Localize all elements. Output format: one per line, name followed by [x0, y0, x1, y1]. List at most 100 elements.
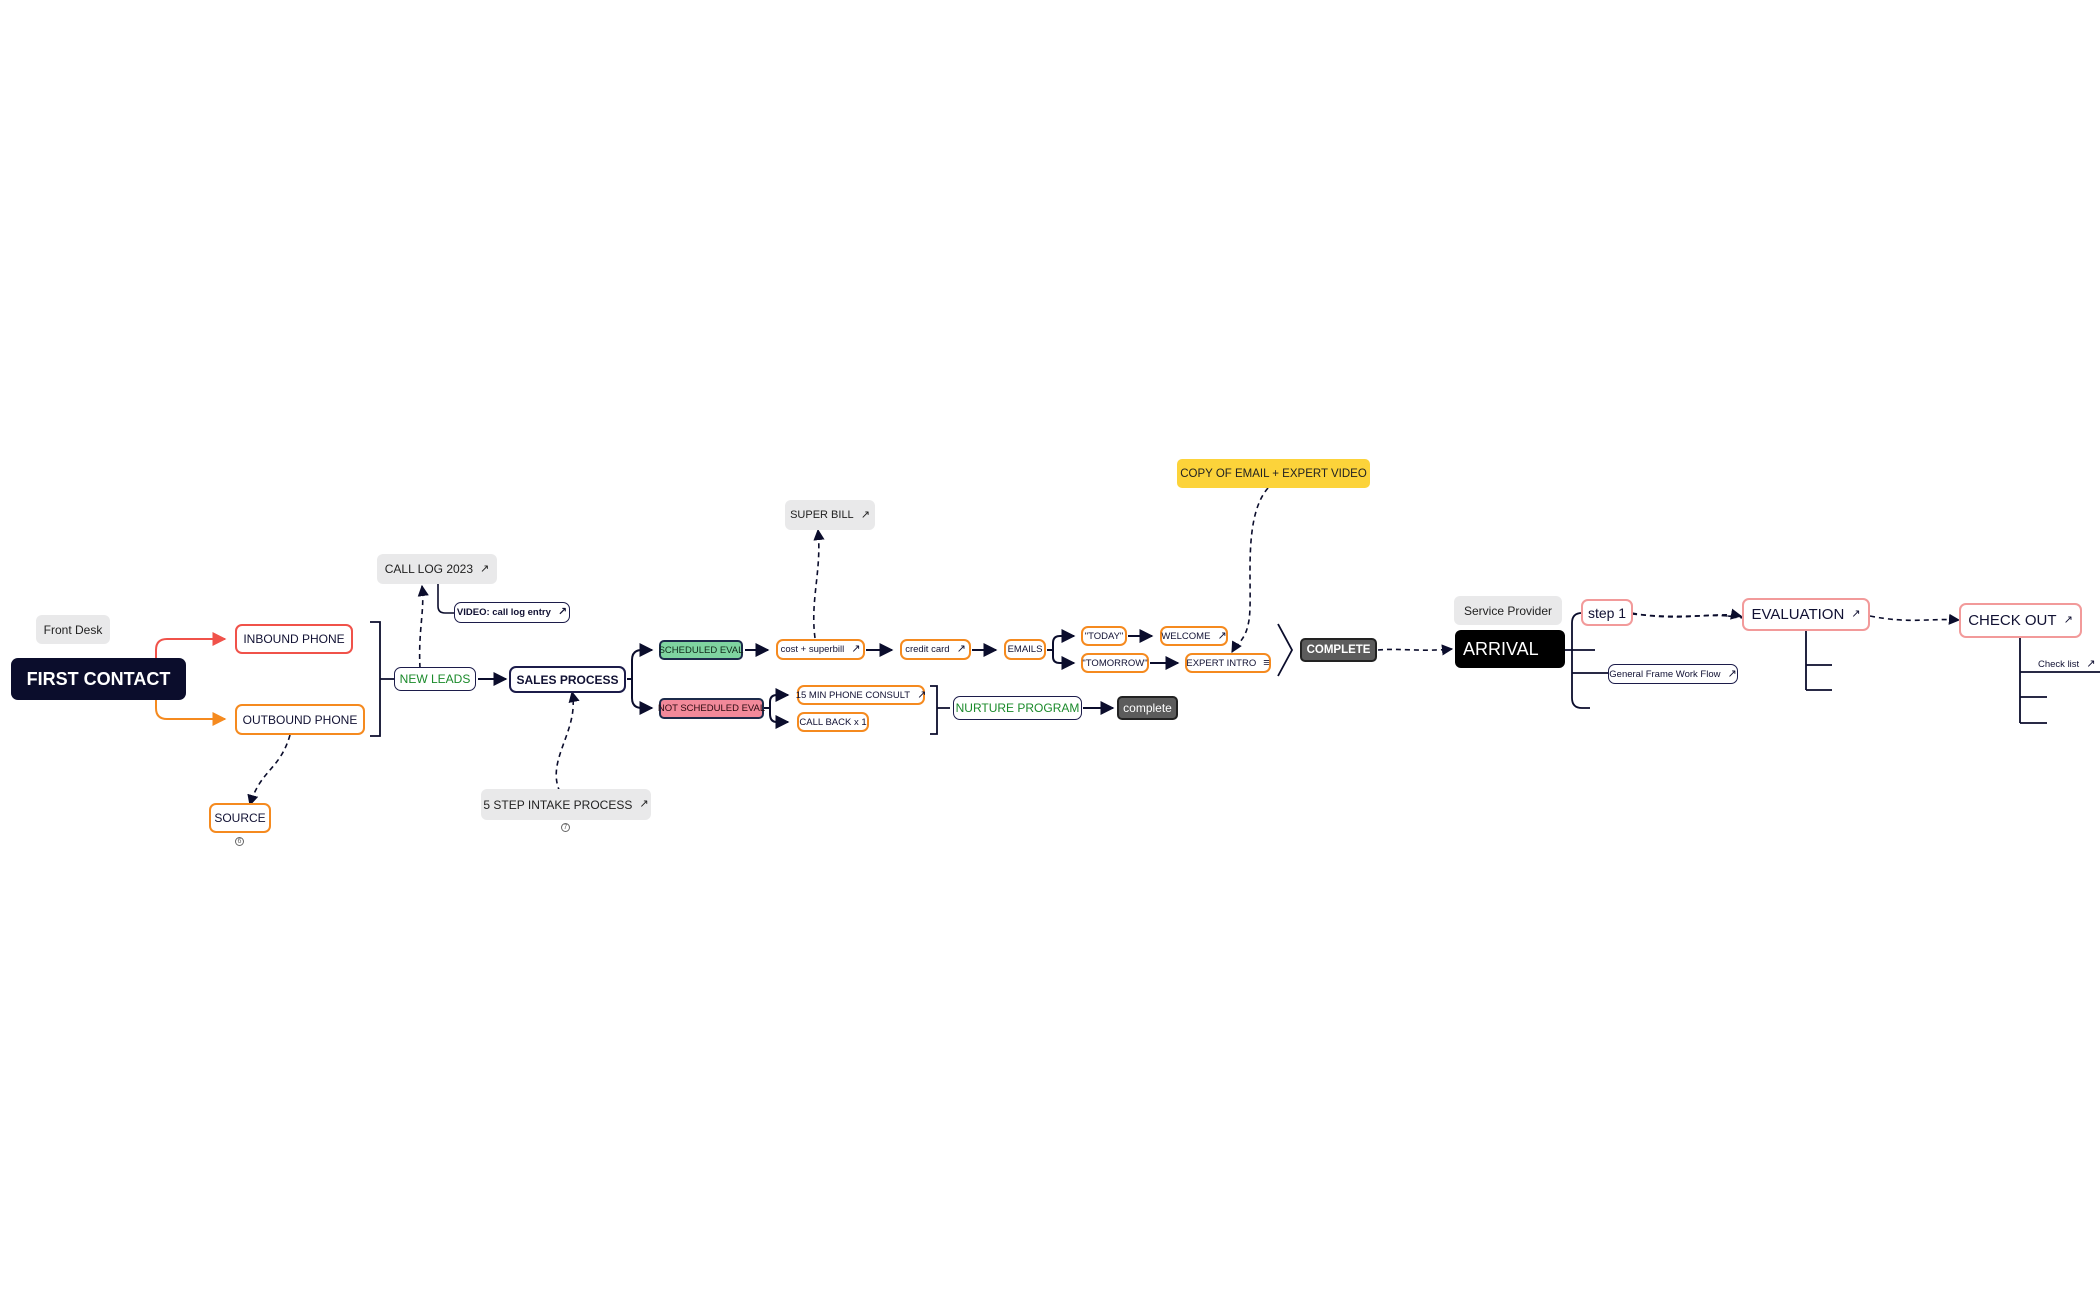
today-node[interactable]: "TODAY" — [1081, 626, 1127, 646]
external-link-icon[interactable]: ↗ — [956, 643, 966, 655]
not-scheduled-eval-node[interactable]: NOT SCHEDULED EVAL — [657, 698, 766, 719]
expert-intro-node[interactable]: EXPERT INTRO≡ — [1185, 653, 1271, 673]
video-call-log-node[interactable]: VIDEO: call log entry ↗ — [454, 602, 570, 623]
outbound-phone-text: OUTBOUND PHONE — [242, 712, 358, 727]
welcome-node[interactable]: WELCOME ↗ — [1160, 626, 1228, 646]
external-link-icon[interactable]: ↗ — [2086, 657, 2096, 670]
new-leads-text: NEW LEADS — [399, 672, 471, 686]
external-link-icon[interactable]: ↗ — [851, 643, 861, 655]
external-link-icon[interactable]: ↗ — [1851, 608, 1861, 620]
call-back-text: CALL BACK x 1 — [799, 716, 867, 728]
call-log-text: CALL LOG 2023 — [384, 562, 474, 576]
connector-complete-arrival — [1377, 644, 1454, 656]
external-link-icon[interactable]: ↗ — [1727, 667, 1737, 680]
source-node[interactable]: SOURCE — [209, 803, 271, 833]
cost-superbill-node[interactable]: cost + superbill ↗ — [776, 639, 865, 660]
sales-process-text: SALES PROCESS — [516, 672, 619, 687]
bracket-nurture — [930, 685, 950, 735]
step1-text: step 1 — [1587, 604, 1627, 621]
intake-badge: 7 — [561, 823, 570, 832]
front-desk-text: Front Desk — [43, 622, 103, 637]
general-frame-text: General Frame Work Flow — [1609, 668, 1721, 680]
connector-arrival-children — [1565, 612, 1610, 709]
general-frame-node[interactable]: General Frame Work Flow ↗ — [1608, 664, 1738, 684]
connector-sales-branches — [627, 649, 652, 708]
notes-icon[interactable]: ≡ — [1263, 656, 1270, 669]
new-leads-node[interactable]: NEW LEADS — [394, 667, 476, 691]
connector-emails-tomorrow — [1052, 650, 1076, 670]
external-link-icon[interactable]: ↗ — [917, 688, 927, 701]
sales-process-node[interactable]: SALES PROCESS — [509, 666, 626, 693]
connector-evaluation-children — [1805, 631, 1832, 691]
service-provider-label: Service Provider — [1454, 596, 1562, 625]
phone-consult-text: 15 MIN PHONE CONSULT — [795, 689, 911, 701]
intake-badge-text: 7 — [563, 824, 568, 831]
copy-email-text: COPY OF EMAIL + EXPERT VIDEO — [1180, 467, 1367, 480]
connector-new-leads-call-log — [417, 584, 429, 669]
source-badge-text: 6 — [237, 838, 242, 845]
connector-emails-today — [1047, 629, 1076, 651]
connector-notscheduled-branches — [764, 694, 788, 723]
first-contact-node[interactable]: FIRST CONTACT — [11, 658, 186, 700]
scheduled-eval-node[interactable]: SCHEDULED EVAL — [659, 640, 743, 660]
connector-call-log-video — [437, 584, 456, 614]
connector-step1-evaluation-end — [1631, 608, 1743, 620]
tomorrow-text: "TOMORROW" — [1082, 657, 1148, 669]
phone-consult-node[interactable]: 15 MIN PHONE CONSULT ↗ — [795, 685, 927, 705]
complete-lower-node[interactable]: complete — [1117, 696, 1178, 720]
connector-intake-sales — [555, 690, 580, 793]
credit-card-text: credit card — [905, 644, 950, 655]
source-badge: 6 — [235, 837, 244, 846]
connector-first-contact-outbound — [155, 678, 227, 726]
cost-superbill-text: cost + superbill — [780, 644, 845, 655]
external-link-icon[interactable]: ↗ — [2063, 614, 2073, 626]
bracket-chevron — [1277, 623, 1294, 677]
tomorrow-node[interactable]: "TOMORROW" — [1081, 653, 1149, 673]
connector-first-contact-inbound — [155, 632, 227, 678]
nurture-program-text: NURTURE PROGRAM — [955, 701, 1080, 715]
external-link-icon[interactable]: ↗ — [480, 562, 490, 575]
call-back-node[interactable]: CALL BACK x 1 — [797, 712, 869, 732]
intake-node[interactable]: 5 STEP INTAKE PROCESS ↗ — [481, 789, 651, 820]
emails-node[interactable]: EMAILS — [1004, 639, 1046, 660]
connector-copy-expert — [1231, 487, 1269, 653]
evaluation-text: EVALUATION — [1751, 606, 1845, 623]
nurture-program-node[interactable]: NURTURE PROGRAM — [953, 696, 1082, 720]
external-link-icon[interactable]: ↗ — [1217, 629, 1227, 642]
inbound-phone-node[interactable]: INBOUND PHONE — [235, 624, 353, 654]
copy-email-node[interactable]: COPY OF EMAIL + EXPERT VIDEO — [1177, 459, 1370, 488]
today-text: "TODAY" — [1084, 630, 1124, 642]
step1-node[interactable]: step 1 — [1581, 599, 1633, 626]
super-bill-node[interactable]: SUPER BILL↗ — [785, 500, 875, 530]
connector-evaluation-checkout — [1869, 613, 1961, 625]
check-out-text: CHECK OUT — [1968, 612, 2057, 629]
welcome-text: WELCOME — [1161, 630, 1211, 642]
arrival-text: ARRIVAL — [1463, 638, 1539, 659]
external-link-icon[interactable]: ↗ — [557, 606, 568, 618]
check-out-node[interactable]: CHECK OUT ↗ — [1959, 603, 2082, 638]
not-scheduled-eval-text: NOT SCHEDULED EVAL — [657, 703, 766, 714]
source-text: SOURCE — [214, 811, 266, 825]
complete-upper-node[interactable]: COMPLETE — [1300, 638, 1377, 662]
connector-checkout-children — [2019, 638, 2100, 724]
connector-cost-superbill — [812, 528, 825, 639]
arrival-node[interactable]: ARRIVAL — [1455, 630, 1565, 668]
complete-upper-text: COMPLETE — [1306, 644, 1371, 656]
service-provider-text: Service Provider — [1463, 603, 1553, 618]
evaluation-node[interactable]: EVALUATION ↗ — [1742, 598, 1870, 631]
scheduled-eval-text: SCHEDULED EVAL — [658, 644, 744, 656]
bracket-phones — [370, 621, 395, 737]
credit-card-node[interactable]: credit card ↗ — [900, 639, 971, 660]
complete-lower-text: complete — [1123, 701, 1172, 715]
first-contact-text: FIRST CONTACT — [26, 668, 171, 689]
video-call-log-text: VIDEO: call log entry — [456, 607, 551, 618]
check-list-node[interactable]: Check list↗ — [2035, 655, 2100, 673]
external-link-icon[interactable]: ↗ — [860, 508, 870, 521]
call-log-node[interactable]: CALL LOG 2023 ↗ — [377, 554, 497, 584]
front-desk-label: Front Desk — [36, 615, 110, 644]
intake-text: 5 STEP INTAKE PROCESS — [483, 797, 633, 812]
outbound-phone-node[interactable]: OUTBOUND PHONE — [235, 704, 365, 735]
external-link-icon[interactable]: ↗ — [639, 798, 649, 810]
